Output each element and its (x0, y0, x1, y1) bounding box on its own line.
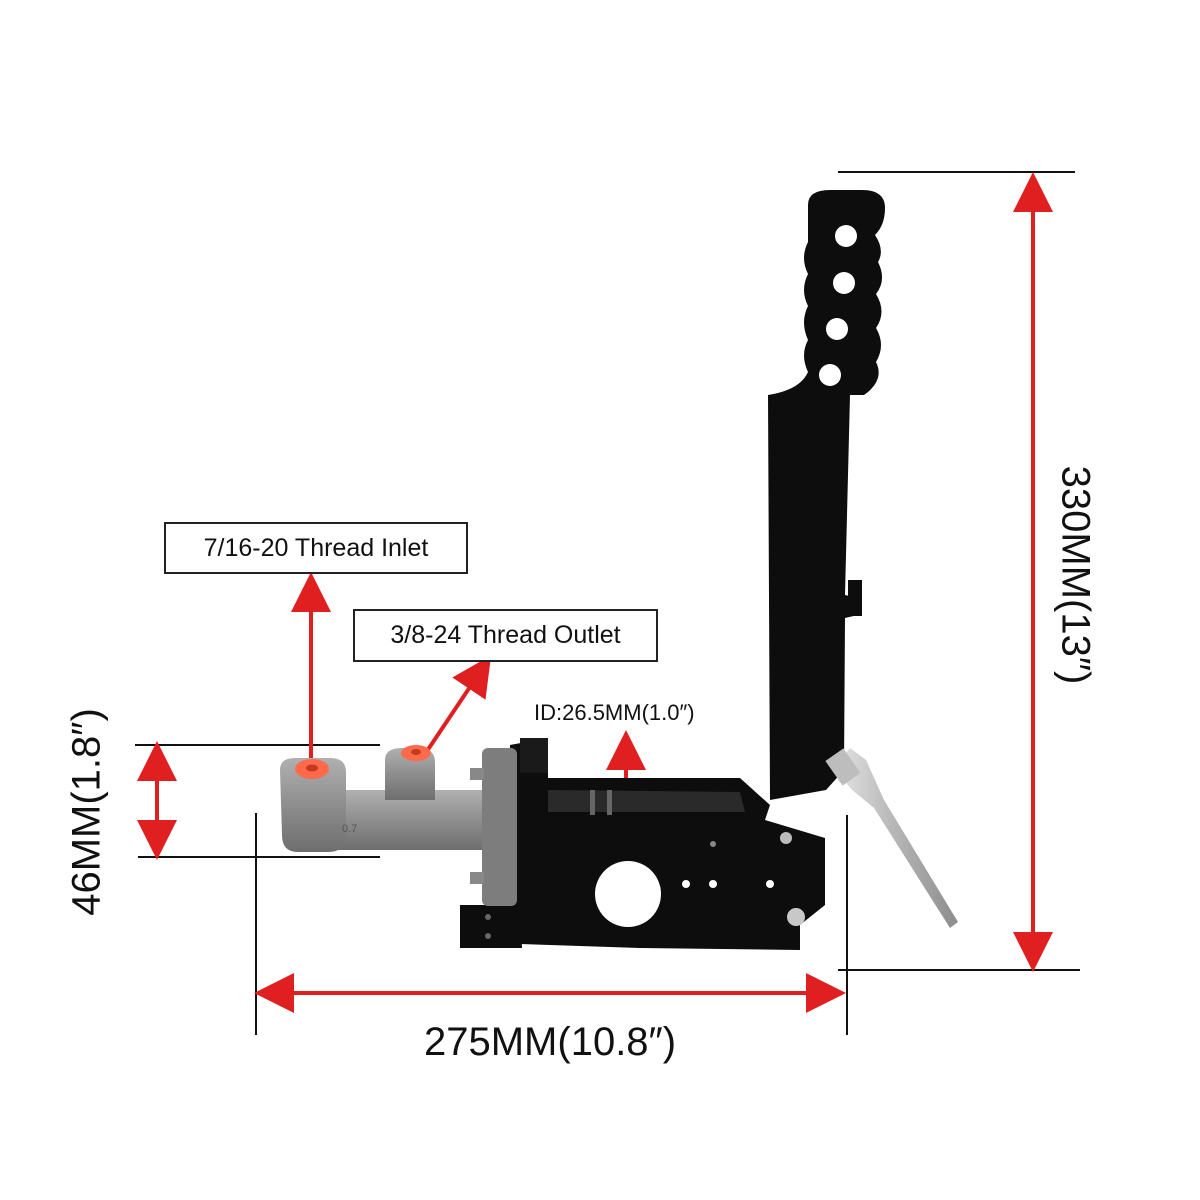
width-label: 275MM(10.8″) (424, 1020, 677, 1064)
inlet-cap-center (306, 764, 318, 772)
inlet-label-box: 7/16-20 Thread Inlet (164, 522, 468, 574)
spring-detail-2 (607, 790, 612, 815)
handbrake-lever (768, 190, 885, 800)
outlet-label-box: 3/8-24 Thread Outlet (353, 609, 658, 662)
master-cylinder: 0.7 (280, 745, 517, 906)
cylinder-height-label: 46MM(1.8″) (64, 708, 109, 916)
spring-detail (590, 790, 595, 815)
lever-hole-4 (819, 364, 841, 386)
lever-hole-2 (833, 272, 855, 294)
outlet-arrow (421, 655, 492, 759)
inlet-label: 7/16-20 Thread Inlet (203, 533, 429, 562)
bracket-hole-small-3 (766, 880, 774, 888)
bracket-hole-small-2 (709, 880, 717, 888)
lever-hole-1 (835, 225, 857, 247)
flange-stud-1 (470, 768, 484, 780)
base-foot (460, 905, 522, 948)
inner-diameter-label: ID:26.5MM(1.0″) (534, 700, 695, 725)
outlet-port-body (385, 748, 435, 800)
pivot-bolt (780, 832, 792, 844)
inlet-port-body (280, 758, 346, 852)
height-total-label: 330MM(13″) (1053, 465, 1098, 685)
bracket-body (460, 738, 825, 950)
cylinder-marking: 0.7 (342, 823, 357, 835)
lever-hole-3 (826, 318, 848, 340)
outlet-cap-center (411, 749, 421, 755)
bracket-top-tab (520, 738, 548, 773)
bracket-hole-small-1 (682, 880, 690, 888)
lower-bolt (787, 908, 805, 926)
flange-stud-2 (470, 872, 484, 884)
foot-hole-2 (485, 933, 491, 939)
bracket-hole-small-4 (710, 841, 716, 847)
lever-tab (848, 580, 862, 616)
outlet-label: 3/8-24 Thread Outlet (390, 621, 621, 649)
foot-hole-1 (485, 914, 491, 920)
id-bore-hole (595, 861, 661, 927)
lever-arm (768, 190, 885, 800)
bracket-inner (548, 790, 745, 812)
switch-rod (834, 748, 958, 928)
lever-switch-rod (825, 748, 958, 928)
switch-bracket (825, 748, 861, 786)
cylinder-flange (482, 748, 517, 906)
